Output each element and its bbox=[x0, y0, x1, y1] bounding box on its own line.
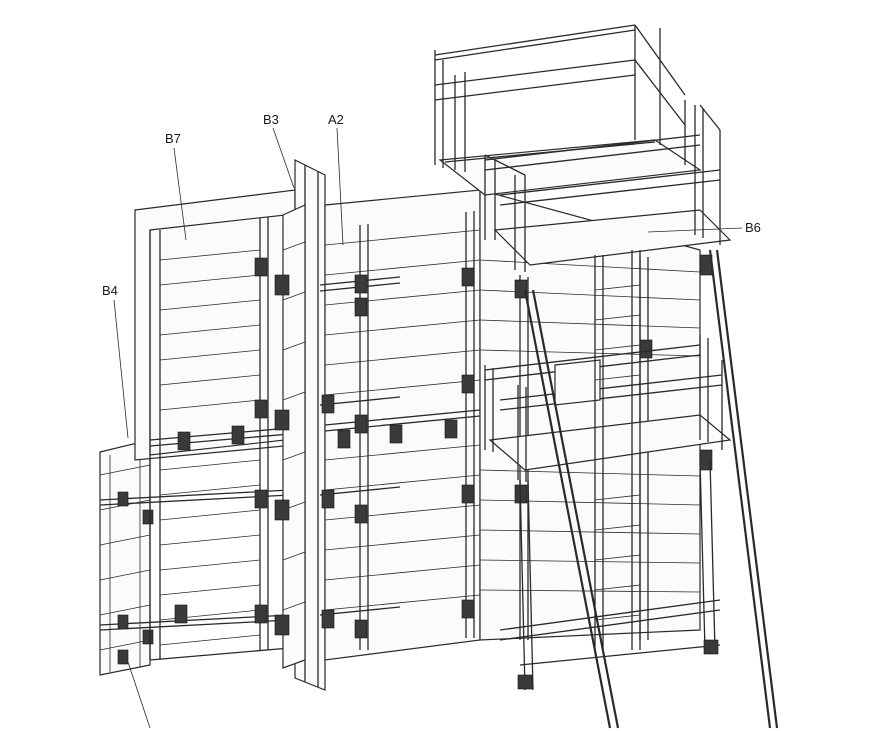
leader-lines bbox=[113, 127, 743, 729]
ladders bbox=[594, 250, 641, 650]
label-b3: B3 bbox=[263, 112, 279, 127]
top-platform bbox=[434, 24, 702, 196]
label-b6: B6 bbox=[745, 220, 761, 235]
panel-a2 bbox=[319, 189, 481, 661]
corner-column-b3 bbox=[274, 159, 326, 691]
label-a2: A2 bbox=[328, 112, 344, 127]
leader-a2 bbox=[336, 127, 344, 246]
leader-b4 bbox=[113, 299, 129, 439]
leader-bottom bbox=[127, 661, 151, 729]
leader-b7 bbox=[173, 147, 187, 241]
panel-b7 bbox=[134, 189, 296, 661]
leader-b3 bbox=[272, 127, 295, 189]
lower-platform bbox=[484, 335, 732, 482]
callout-labels: B7 B3 A2 B4 B6 bbox=[102, 112, 761, 298]
left-low-panel bbox=[99, 439, 291, 676]
bracing bbox=[499, 249, 779, 729]
label-b4: B4 bbox=[102, 283, 118, 298]
platform-b6 bbox=[484, 104, 732, 272]
label-b7: B7 bbox=[165, 131, 181, 146]
leader-b6 bbox=[647, 227, 743, 233]
